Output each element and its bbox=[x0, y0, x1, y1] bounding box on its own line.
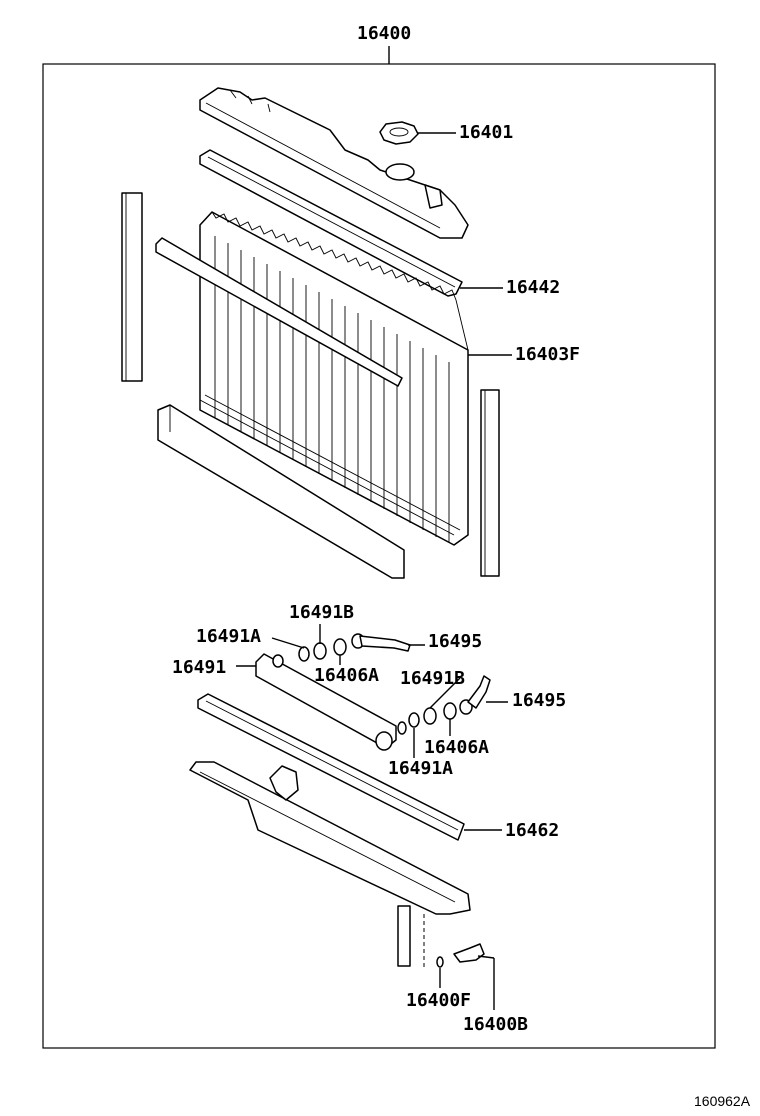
gasket-b-lower bbox=[423, 707, 437, 725]
label-drain-cock: 16400B bbox=[463, 1014, 529, 1035]
label-drain-seal: 16400F bbox=[406, 990, 472, 1011]
hose-lower bbox=[467, 675, 491, 709]
label-assembly: 16400 bbox=[357, 23, 412, 44]
assembly-frame bbox=[42, 63, 716, 1049]
label-lower-gasket: 16462 bbox=[505, 820, 560, 841]
radiator-core bbox=[199, 211, 469, 546]
label-hose-lower: 16495 bbox=[512, 690, 567, 711]
diagonal-seal bbox=[155, 237, 403, 387]
label-hose-upper: 16495 bbox=[428, 631, 483, 652]
label-washer-lower: 16406A bbox=[424, 737, 490, 758]
left-side-seal bbox=[121, 192, 143, 382]
label-oil-cooler: 16491 bbox=[172, 657, 227, 678]
oil-cooler-leaders bbox=[236, 624, 508, 758]
label-gasket-a-upper: 16491A bbox=[196, 626, 262, 647]
oil-cooler-assembly bbox=[255, 633, 491, 751]
upper-gasket bbox=[199, 149, 463, 297]
hose-upper bbox=[359, 635, 411, 652]
label-cap: 16401 bbox=[459, 122, 514, 143]
gasket-a-upper bbox=[298, 646, 310, 662]
reference-code: 160962A bbox=[694, 1093, 751, 1109]
radiator-cap bbox=[379, 121, 419, 145]
right-side-seal bbox=[480, 389, 500, 577]
label-gasket-b-lower: 16491B bbox=[400, 668, 466, 689]
washer-lower bbox=[443, 702, 457, 720]
label-gasket-b-upper: 16491B bbox=[289, 602, 355, 623]
gasket-a-lower bbox=[408, 712, 420, 728]
label-core: 16403F bbox=[515, 344, 581, 365]
drain-seal bbox=[436, 956, 444, 968]
label-washer-upper: 16406A bbox=[314, 665, 380, 686]
upper-tank bbox=[199, 87, 469, 239]
label-upper-gasket: 16442 bbox=[506, 277, 561, 298]
washer-upper bbox=[333, 638, 347, 656]
drain-cock bbox=[453, 943, 485, 963]
label-gasket-a-lower: 16491A bbox=[388, 758, 454, 779]
gasket-b-upper bbox=[313, 642, 327, 660]
lower-tank bbox=[189, 761, 471, 967]
